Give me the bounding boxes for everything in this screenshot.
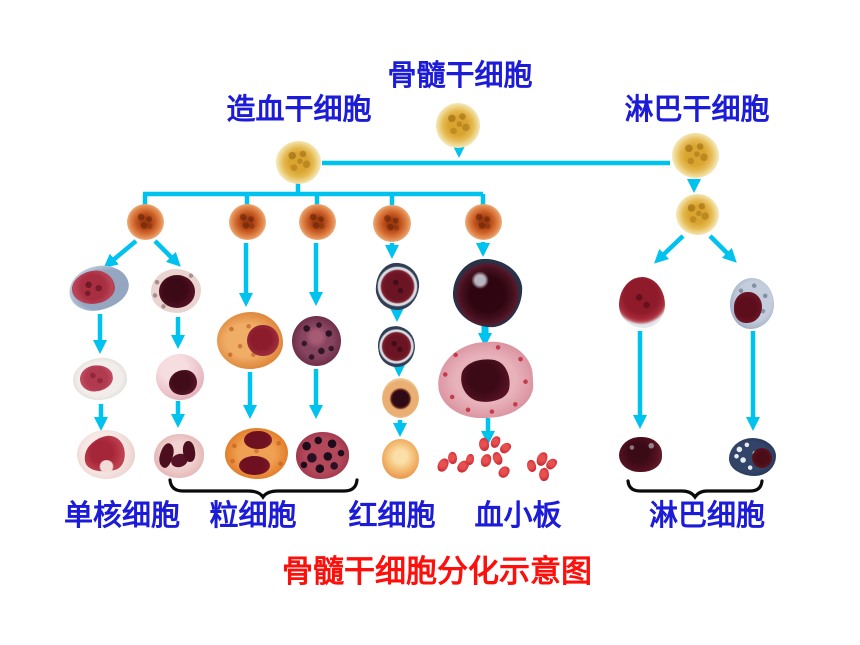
- progenitor-cell-1: [127, 204, 164, 240]
- label-lymphocyte: 淋巴细胞: [648, 500, 766, 532]
- lymphoid-progenitor-cell-image: [676, 194, 719, 235]
- metamyelocyte-cell-image: [156, 354, 204, 400]
- progenitor-cell-5: [465, 204, 502, 240]
- label-bone-marrow-stem-cell: 骨髓干细胞: [387, 60, 533, 92]
- label-hematopoietic-stem-cell: 造血干细胞: [226, 94, 372, 126]
- promyelocyte-cell-image: [151, 269, 201, 313]
- platelet-cluster-image: [435, 450, 476, 480]
- lymphoblast-right-cell-image: [730, 278, 774, 329]
- arrow-diag-left: [103, 239, 138, 269]
- red-blood-cell-image: [382, 439, 419, 479]
- cell-nucleus: [169, 369, 198, 396]
- basophil-cell-image: [296, 432, 349, 479]
- bone-marrow-stem-cell-image: [436, 103, 480, 148]
- cell-nucleus: [78, 364, 115, 393]
- eosinophilic-myelocyte-cell-image: [217, 312, 283, 369]
- eosinophil-cell-image: [225, 428, 288, 479]
- nucleus-notch: [99, 460, 115, 474]
- lymphocyte-left-cell-image: [619, 437, 662, 472]
- label-red-blood-cell: 红细胞: [348, 500, 436, 532]
- lymphocyte-underbrace: [626, 479, 764, 500]
- progenitor-cell-3: [299, 204, 336, 240]
- cell-nucleus: [751, 447, 773, 469]
- lymphocyte-right-cell-image: [729, 438, 776, 476]
- label-monocyte: 单核细胞: [63, 500, 181, 532]
- diagram-title: 骨髓干细胞分化示意图: [282, 554, 592, 589]
- cell-nucleus: [734, 292, 762, 323]
- cell-nucleus: [238, 455, 271, 475]
- platelet-cluster-image: [477, 435, 513, 482]
- lymphoid-stem-cell-image: [672, 133, 719, 178]
- label-lymphoid-stem-cell: 淋巴干细胞: [624, 94, 770, 126]
- platelet-cluster-image: [524, 450, 561, 483]
- normoblast-cell-image: [382, 378, 419, 418]
- lymphoblast-left-cell-image: [619, 277, 665, 328]
- cell-nucleus: [458, 355, 513, 405]
- progenitor-cell-2: [229, 204, 266, 240]
- cell-nucleus: [159, 275, 195, 308]
- progenitor-cell-4: [373, 205, 411, 242]
- label-platelet: 血小板: [474, 500, 562, 532]
- basophilic-myelocyte-cell-image: [292, 316, 341, 366]
- cell-nucleus: [247, 324, 280, 357]
- cell-nucleus: [243, 431, 272, 450]
- granulocyte-underbrace: [168, 478, 359, 500]
- neutrophil-cell-image: [154, 434, 204, 478]
- arrow-diag-right: [153, 239, 181, 267]
- monocyte-cell-image: [77, 430, 135, 479]
- hematopoietic-stem-cell-image: [276, 141, 321, 184]
- label-granulocyte: 粒细胞: [209, 500, 297, 532]
